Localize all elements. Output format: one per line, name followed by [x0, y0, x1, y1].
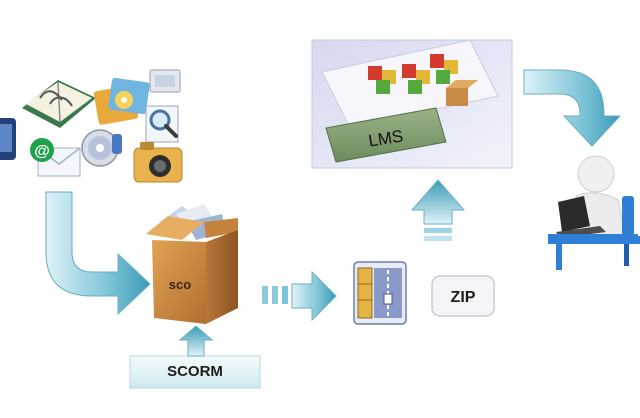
- content-icons-cluster: @: [0, 69, 183, 183]
- scorm-package-box-icon: sco: [146, 204, 238, 324]
- scorm-label: SCORM: [167, 363, 223, 380]
- arrow-sco-to-zip: [262, 270, 337, 322]
- arrow-content-to-sco: [45, 191, 151, 316]
- sco-label: sco: [169, 277, 191, 292]
- svg-text:@: @: [34, 143, 50, 160]
- user-at-computer-icon: [548, 155, 640, 270]
- zip-archive-icon: [353, 261, 407, 325]
- colored-cubes-icon: [368, 54, 478, 106]
- camera-icon: [133, 142, 183, 183]
- stack-of-images-icon: [0, 118, 16, 160]
- folder-icon: [149, 69, 181, 93]
- magnifier-icon: [145, 105, 179, 143]
- media-cards-icon: [93, 77, 150, 125]
- zip-label-box: ZIP: [431, 275, 495, 317]
- lms-card: LMS: [311, 39, 513, 169]
- cd-icon: [81, 129, 122, 167]
- lms-button: LMS: [325, 107, 447, 163]
- arrow-zip-to-lms: [410, 179, 466, 241]
- zip-label: ZIP: [451, 289, 476, 306]
- email-icon: @: [30, 138, 81, 177]
- scorm-input: SCORM: [129, 325, 261, 389]
- arrow-lms-to-user: [523, 69, 622, 147]
- book-icon: [22, 80, 96, 128]
